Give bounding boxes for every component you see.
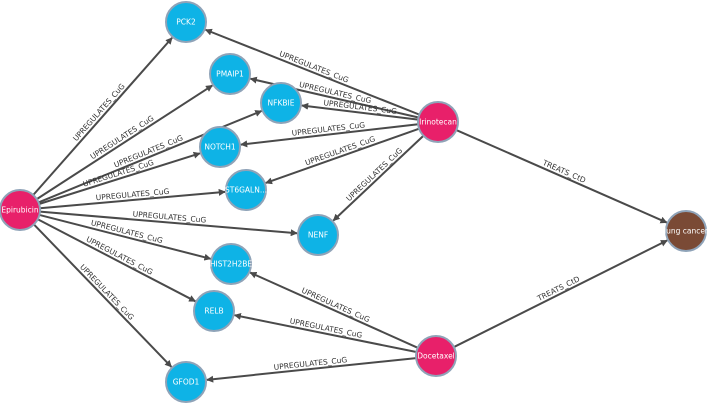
edge-epirubicin-notch1[interactable] [38,151,201,205]
node-label-relb: RELB [204,307,223,316]
node-label-nfkbie: NFKBIE [268,99,295,108]
node-circle-gfod1[interactable] [165,361,207,403]
node-nenf[interactable]: NENF [297,214,339,256]
node-circle-nenf[interactable] [297,214,339,256]
edge-irinotecan-st6galn[interactable] [265,127,420,185]
edge-epirubicin-gfod1[interactable] [33,223,173,368]
node-pmaip1[interactable]: PMAIP1 [209,53,251,95]
node-epirubicin[interactable]: Epirubicin [0,189,41,231]
node-circle-epirubicin[interactable] [0,189,41,231]
edge-irinotecan-pck2[interactable] [204,28,420,116]
edge-epirubicin-hist2h2be[interactable] [39,213,212,261]
node-irinotecan[interactable]: Irinotecan [417,101,459,143]
edge-irinotecan-notch1[interactable] [240,123,419,148]
edge-label-docetaxel-lungcancer: TREATS_CtD [535,274,581,303]
edge-label-epirubicin-gfod1: UPREGULATES_CuG [78,263,136,322]
node-lungcancer[interactable]: lung cancer [664,210,708,252]
node-docetaxel[interactable]: Docetaxel [415,335,457,377]
node-hist2h2be[interactable]: HIST2H2BE [210,243,253,285]
node-st6galn[interactable]: ST6GALN... [225,169,267,211]
node-circle-lungcancer[interactable] [665,210,707,252]
edge-epirubicin-st6galn[interactable] [39,188,226,210]
node-label-gfod1: GFOD1 [173,378,200,387]
node-label-st6galn: ST6GALN... [225,186,267,195]
edge-label-docetaxel-hist2h2be: UPREGULATES_CuG [300,286,371,325]
node-circle-pck2[interactable] [165,1,207,43]
node-notch1[interactable]: NOTCH1 [199,126,241,168]
edge-epirubicin-relb[interactable] [37,218,196,303]
edge-label-irinotecan-st6galn: UPREGULATES_CuG [304,134,377,167]
edge-epirubicin-nenf[interactable] [39,210,298,237]
node-circle-notch1[interactable] [199,126,241,168]
edge-docetaxel-gfod1[interactable] [206,357,417,383]
node-circle-relb[interactable] [193,290,235,332]
node-label-lungcancer: lung cancer [664,227,708,236]
node-gfod1[interactable]: GFOD1 [165,361,207,403]
edge-label-irinotecan-lungcancer: TREATS_CtD [540,158,587,185]
node-circle-nfkbie[interactable] [260,82,302,124]
node-nfkbie[interactable]: NFKBIE [260,82,302,124]
node-label-pmaip1: PMAIP1 [216,70,244,79]
edge-docetaxel-relb[interactable] [233,312,417,354]
edge-docetaxel-lungcancer[interactable] [453,239,668,348]
edge-epirubicin-pck2[interactable] [32,37,173,196]
node-label-irinotecan: Irinotecan [419,118,457,127]
node-relb[interactable]: RELB [193,290,235,332]
node-label-hist2h2be: HIST2H2BE [210,260,253,269]
edge-docetaxel-hist2h2be[interactable] [249,271,419,349]
edge-label-irinotecan-pck2: UPREGULATES_CuG [278,49,350,85]
edge-label-irinotecan-nenf: UPREGULATES_CuG [344,146,404,203]
node-label-nenf: NENF [308,231,328,240]
node-label-pck2: PCK2 [176,18,196,27]
edge-epirubicin-pmaip1[interactable] [36,84,213,200]
node-pck2[interactable]: PCK2 [165,1,207,43]
node-circle-docetaxel[interactable] [415,335,457,377]
edge-irinotecan-nenf[interactable] [332,134,425,222]
node-label-epirubicin: Epirubicin [1,206,38,215]
edges-layer [32,28,668,383]
edge-epirubicin-nfkbie[interactable] [38,110,263,204]
node-circle-pmaip1[interactable] [209,53,251,95]
node-label-docetaxel: Docetaxel [417,352,455,361]
node-circle-hist2h2be[interactable] [210,243,252,285]
node-label-notch1: NOTCH1 [204,143,236,152]
node-circle-st6galn[interactable] [225,169,267,211]
edge-irinotecan-nfkbie[interactable] [301,102,419,121]
edge-irinotecan-lungcancer[interactable] [455,129,668,224]
node-circle-irinotecan[interactable] [417,101,459,143]
